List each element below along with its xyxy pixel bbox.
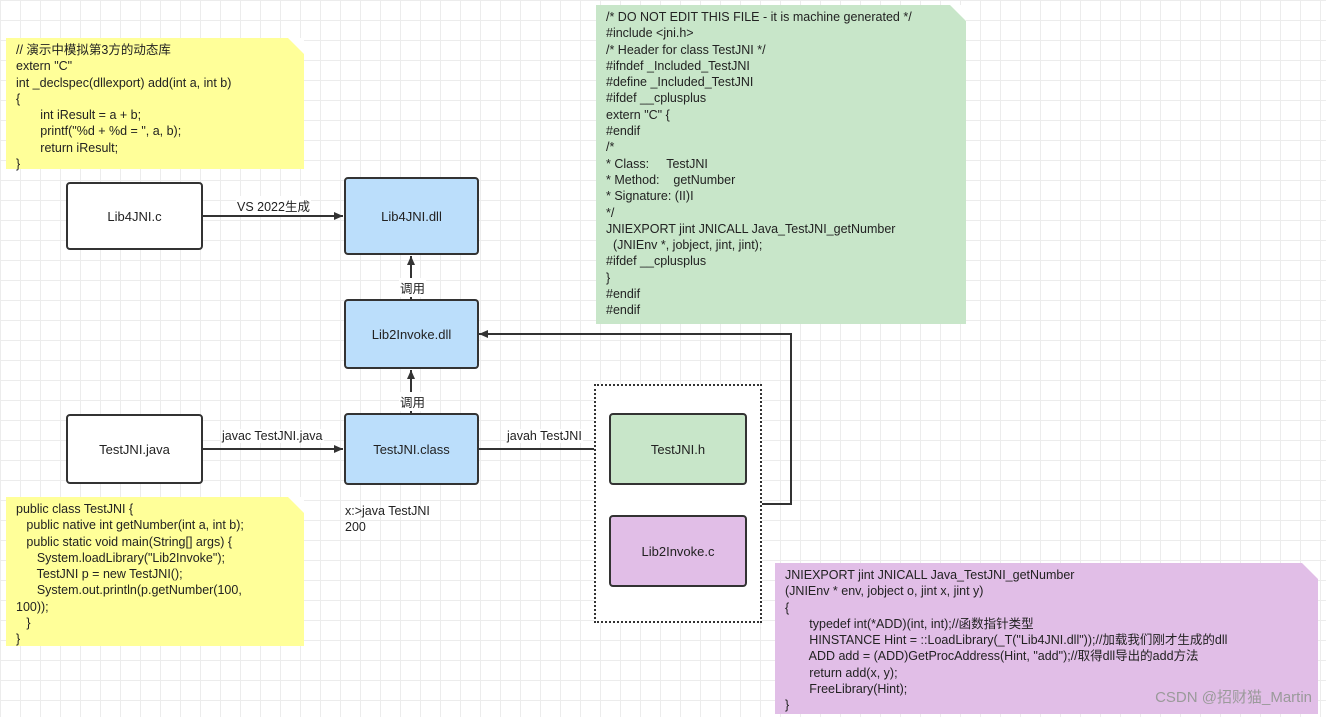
invoke-source-note: JNIEXPORT jint JNICALL Java_TestJNI_getN… xyxy=(775,563,1318,714)
watermark: CSDN @招财猫_Martin xyxy=(1155,689,1312,706)
call-label-upper: 调用 xyxy=(399,278,427,297)
testjni-h-box[interactable]: TestJNI.h xyxy=(609,413,747,485)
jni-header-note: /* DO NOT EDIT THIS FILE - it is machine… xyxy=(596,5,966,324)
call-label-lower: 调用 xyxy=(399,392,427,411)
vs-build-label: VS 2022生成 xyxy=(236,196,311,215)
run-output-label: x:>java TestJNI 200 xyxy=(345,504,430,534)
lib4jni-dll-box[interactable]: Lib4JNI.dll xyxy=(344,177,479,255)
arrow-group-to-invoke-dll xyxy=(479,330,792,505)
testjni-java-box[interactable]: TestJNI.java xyxy=(66,414,203,484)
testjni-class-box[interactable]: TestJNI.class xyxy=(344,413,479,485)
dll-source-note: // 演示中模拟第3方的动态库 extern "C" int _declspec… xyxy=(6,38,304,171)
javah-label: javah TestJNI xyxy=(506,429,583,443)
java-source-note: public class TestJNI { public native int… xyxy=(6,497,304,646)
lib2invoke-dll-box[interactable]: Lib2Invoke.dll xyxy=(344,299,479,369)
lib2invoke-c-box[interactable]: Lib2Invoke.c xyxy=(609,515,747,587)
javac-label: javac TestJNI.java xyxy=(221,429,324,443)
lib4jni-c-box[interactable]: Lib4JNI.c xyxy=(66,182,203,250)
